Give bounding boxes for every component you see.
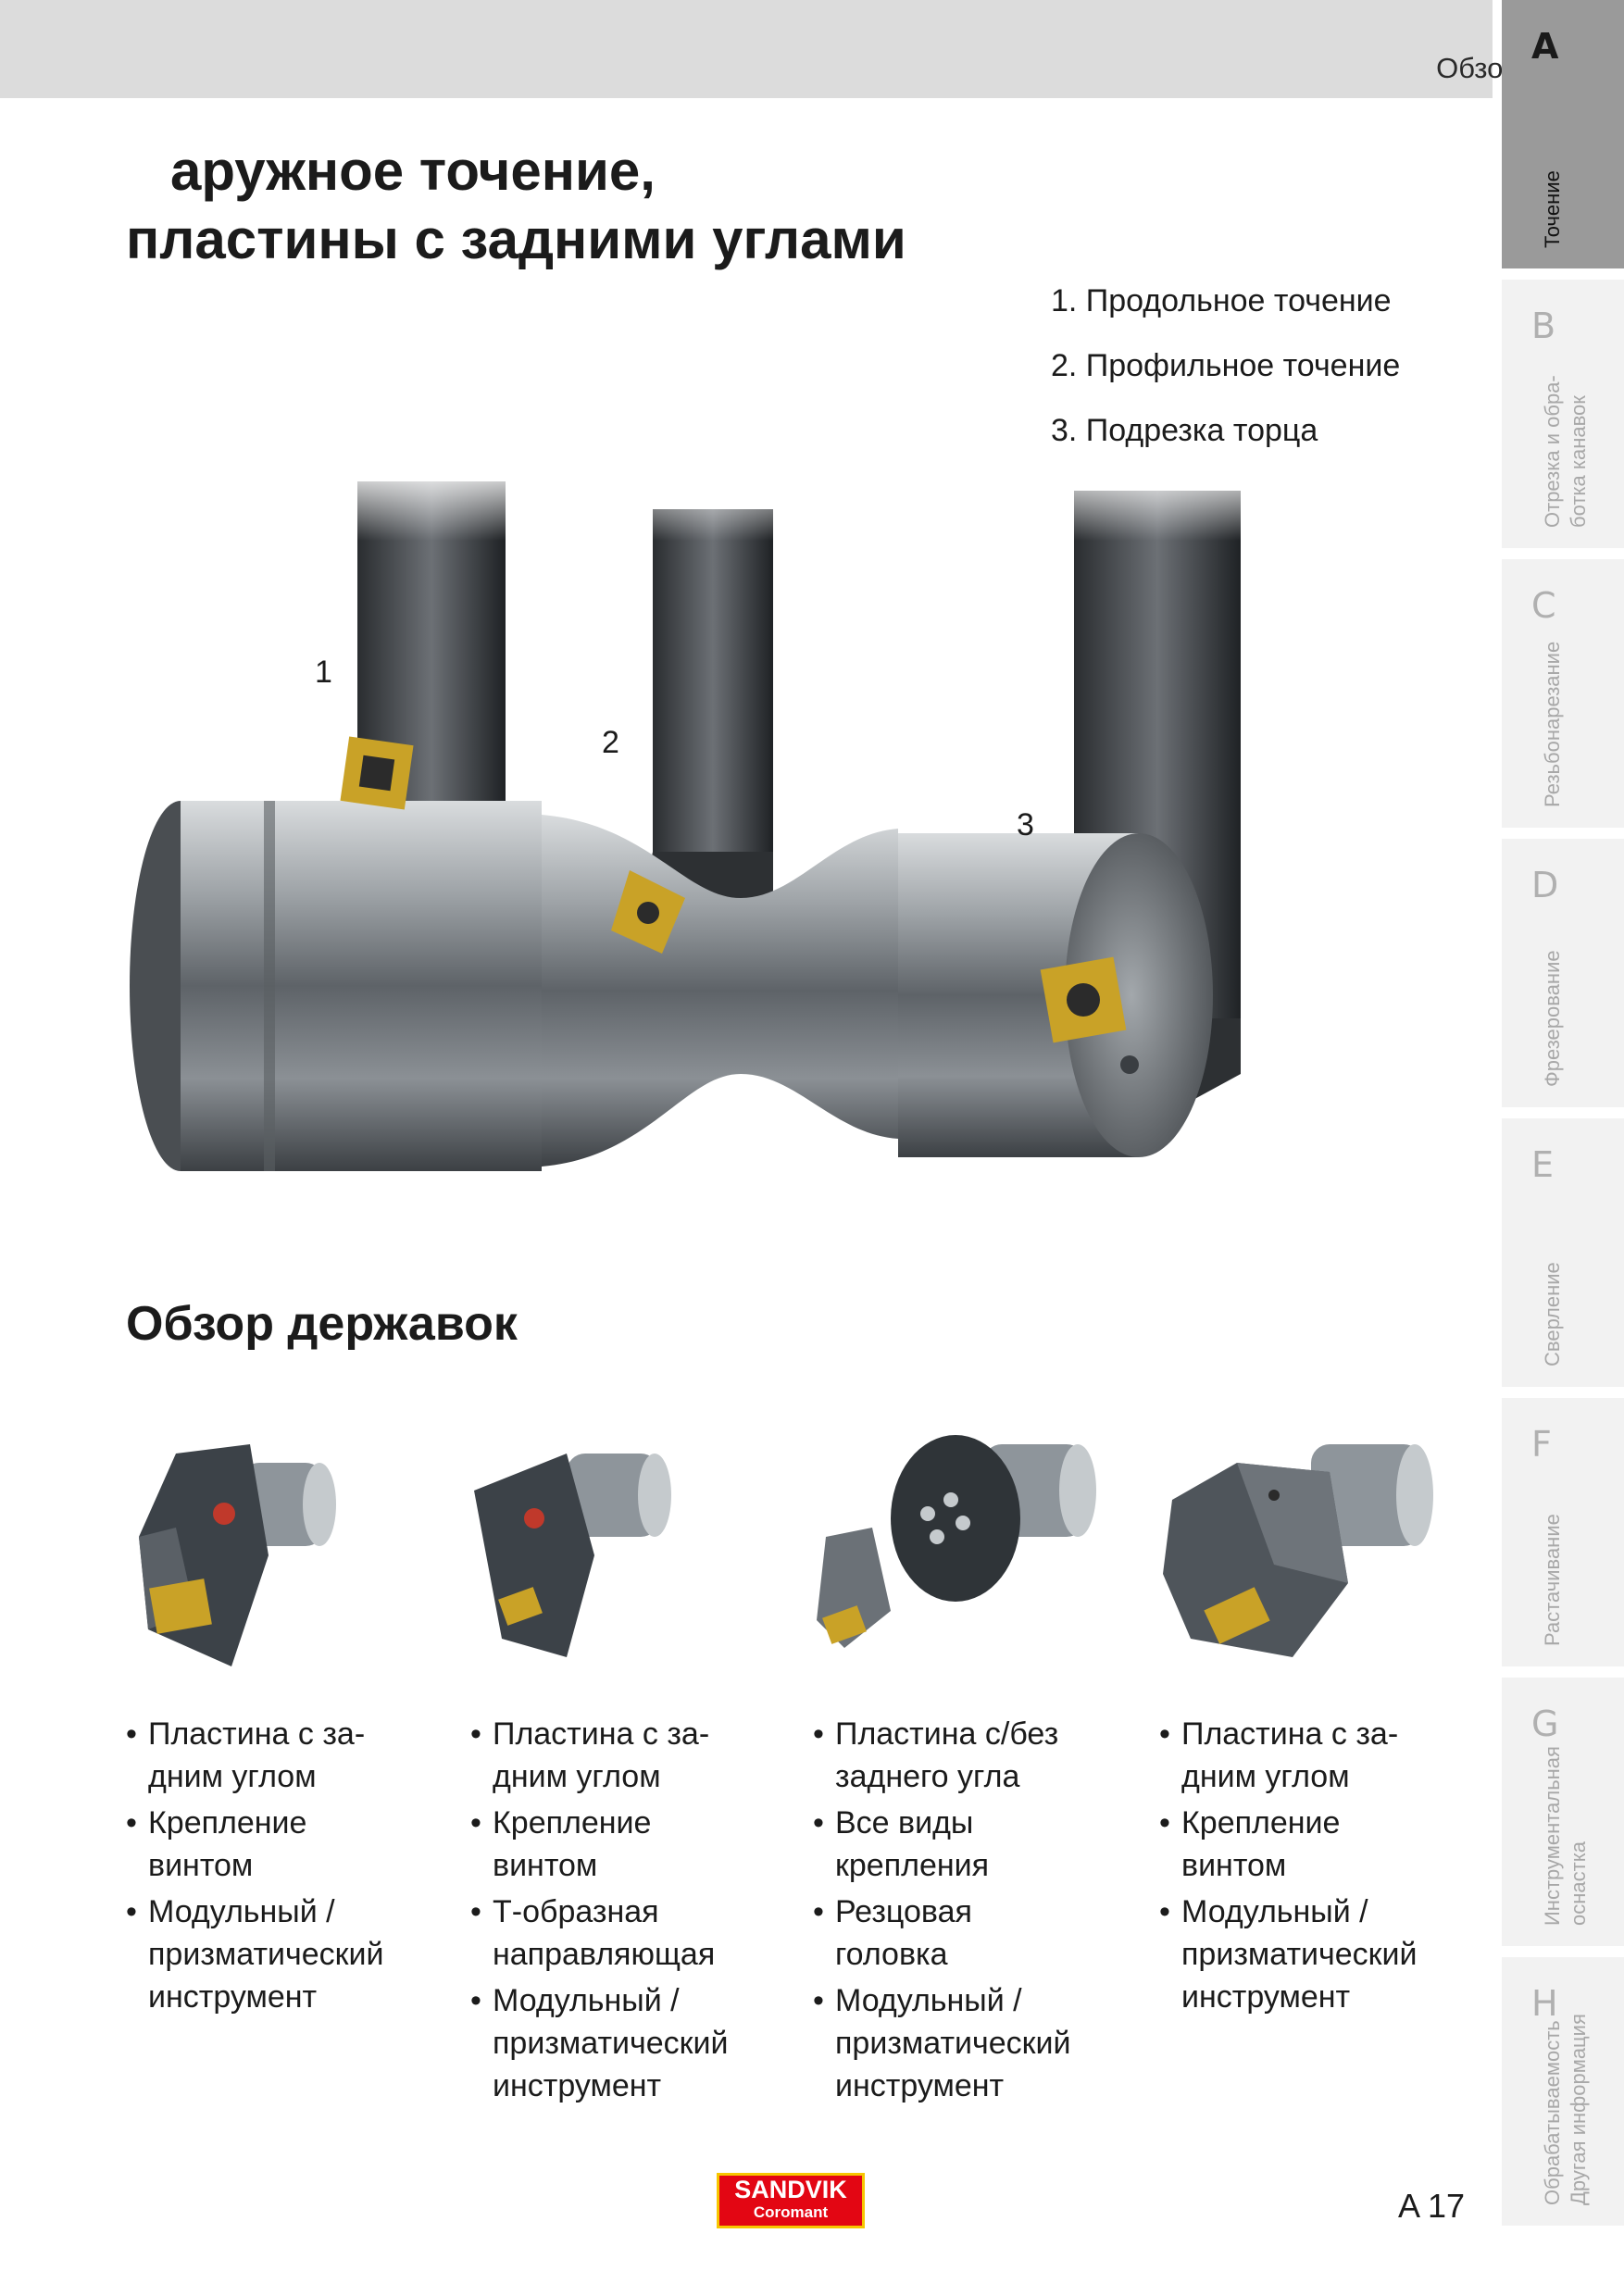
- tab-label: Сверление: [1528, 1144, 1593, 1366]
- holders-title: Обзор державок: [126, 1297, 518, 1351]
- tab-label: Отрезка и обра-ботка канавок: [1528, 306, 1593, 528]
- hero-label-3: 3: [1017, 807, 1034, 842]
- feature-item: Пластина с за- дним углом: [465, 1713, 798, 1798]
- feature-item: Крепление винтом: [1154, 1802, 1487, 1887]
- page-title: аружное точение, пластины с задними угла…: [126, 137, 906, 274]
- operation-item: 3. Подрезка торца: [1051, 413, 1318, 448]
- sandvik-logo: SANDVIK Coromant: [717, 2173, 865, 2228]
- tab-letter: B: [1531, 306, 1556, 346]
- tab-label-line: Растачивание: [1541, 1514, 1564, 1646]
- hero-label-2: 2: [602, 725, 619, 760]
- tab-letter: C: [1531, 585, 1556, 626]
- turning-illustration: 1 2 3: [130, 463, 1259, 1171]
- tab-label-line: Обрабатываемость: [1541, 2020, 1564, 2205]
- tab-label-line: Фрезерование: [1541, 950, 1564, 1087]
- feature-item: Крепление винтом: [120, 1802, 454, 1887]
- holder-card: Пластина с за- дним углом Крепление винт…: [1154, 1426, 1487, 2022]
- logo-brand: SANDVIK: [734, 2176, 847, 2203]
- title-line-1: аружное точение,: [170, 140, 656, 202]
- tab-label-line: Другая информация: [1567, 2014, 1590, 2205]
- feature-item: Модульный / призматический инструмент: [465, 1979, 798, 2107]
- hero-label-1: 1: [315, 655, 332, 690]
- holder-3-image: [817, 1435, 1096, 1648]
- holder-1-image: [139, 1444, 336, 1666]
- holder-card: Пластина с за- дним углом Крепление винт…: [120, 1426, 454, 2022]
- tab-label-line: Сверление: [1541, 1262, 1564, 1366]
- section-header: Обзор систем: [1436, 52, 1620, 84]
- holder-2-features: Пластина с за- дним углом Крепление винт…: [465, 1713, 798, 2107]
- operation-item: 1. Продольное точение: [1051, 283, 1392, 318]
- feature-item: Пластина с за- дним углом: [120, 1713, 454, 1798]
- feature-item: Модульный / призматический инструмент: [120, 1890, 454, 2018]
- holder-2-image: [474, 1454, 671, 1657]
- tab-e[interactable]: E Сверление: [1502, 1118, 1624, 1387]
- tab-label-line: Отрезка и обра-: [1541, 375, 1564, 528]
- tab-label-line: Резьбонарезание: [1541, 641, 1564, 807]
- tab-c[interactable]: C Резьбонарезание: [1502, 559, 1624, 828]
- tab-label-line: ботка канавок: [1567, 395, 1590, 528]
- tab-label-line: Точение: [1541, 170, 1564, 248]
- tab-label: Точение: [1528, 26, 1593, 248]
- title-line-2: пластины с задними углами: [126, 208, 906, 270]
- tab-letter: H: [1531, 1983, 1558, 2024]
- tab-a[interactable]: A Точение: [1502, 0, 1624, 268]
- tab-label: Фрезерование: [1528, 865, 1593, 1087]
- holders-grid: Пластина с за- дним углом Крепление винт…: [120, 1426, 1481, 2148]
- tab-letter: D: [1531, 865, 1559, 905]
- tab-letter: E: [1531, 1144, 1555, 1185]
- tab-label-line: Инструментальная: [1541, 1746, 1564, 1926]
- tab-letter: A: [1531, 26, 1559, 67]
- feature-item: Пластина с за- дним углом: [1154, 1713, 1487, 1798]
- feature-item: Пластина с/без заднего угла: [807, 1713, 1141, 1798]
- holder-3-features: Пластина с/без заднего угла Все виды кре…: [807, 1713, 1141, 2107]
- holder-card: Пластина с за- дним углом Крепление винт…: [465, 1426, 798, 2111]
- feature-item: Т-образная направляющая: [465, 1890, 798, 1976]
- tab-letter: F: [1531, 1424, 1552, 1465]
- header-band: [0, 0, 1493, 98]
- feature-item: Модульный / призматический инструмент: [1154, 1890, 1487, 2018]
- holder-4-image: [1163, 1444, 1433, 1657]
- tab-letter: G: [1531, 1703, 1559, 1744]
- holder-card: Пластина с/без заднего угла Все виды кре…: [807, 1426, 1141, 2111]
- holder-1-features: Пластина с за- дним углом Крепление винт…: [120, 1713, 454, 2018]
- tab-label: Резьбонарезание: [1528, 585, 1593, 807]
- operation-item: 2. Профильное точение: [1051, 348, 1401, 383]
- tab-d[interactable]: D Фрезерование: [1502, 839, 1624, 1107]
- logo-sub: Coromant: [753, 2203, 829, 2221]
- tab-label-line: оснастка: [1567, 1841, 1590, 1926]
- page-number: A 17: [1398, 2187, 1466, 2225]
- feature-item: Модульный / призматический инструмент: [807, 1979, 1141, 2107]
- insert-icon: [340, 736, 1127, 1043]
- feature-item: Крепление винтом: [465, 1802, 798, 1887]
- tab-label: Растачивание: [1528, 1424, 1593, 1646]
- feature-item: Резцовая головка: [807, 1890, 1141, 1976]
- operations-list: 1. Продольное точение 2. Профильное точе…: [1051, 268, 1400, 463]
- holder-4-features: Пластина с за- дним углом Крепление винт…: [1154, 1713, 1487, 2018]
- tab-f[interactable]: F Растачивание: [1502, 1398, 1624, 1666]
- feature-item: Все виды крепления: [807, 1802, 1141, 1887]
